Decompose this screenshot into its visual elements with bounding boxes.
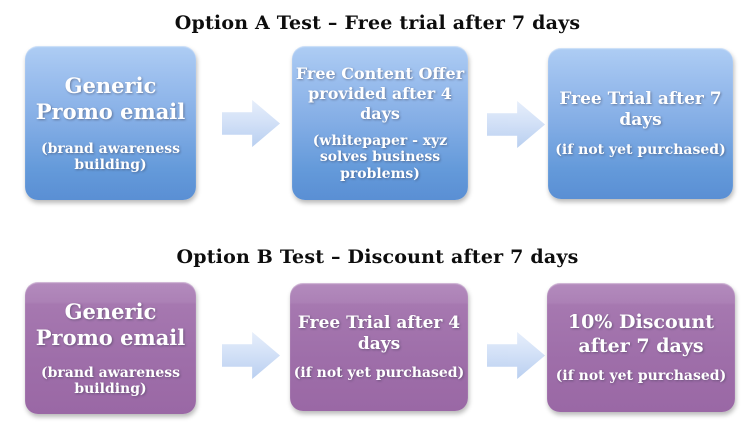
option-a-step-1-box: Generic Promo email (brand awareness bui… [25, 46, 196, 200]
arrow-right-icon [487, 332, 545, 379]
arrow-right-icon [487, 101, 545, 148]
option-b-step-3-box: 10% Discount after 7 days (if not yet pu… [547, 283, 735, 412]
option-b-step-1-box: Generic Promo email (brand awareness bui… [25, 282, 196, 414]
step-heading: Free Trial after 7 days [559, 88, 722, 130]
option-b-title: Option B Test – Discount after 7 days [176, 246, 579, 268]
step-subtext: (if not yet purchased) [555, 142, 726, 159]
step-heading: Free Trial after 4 days [297, 312, 461, 354]
step-heading: Generic Promo email [35, 299, 186, 351]
step-subtext: (if not yet purchased) [555, 367, 727, 384]
option-a-title: Option A Test – Free trial after 7 days [174, 12, 581, 34]
option-a-step-3-box: Free Trial after 7 days (if not yet purc… [548, 48, 733, 199]
step-heading: Generic Promo email [35, 73, 186, 125]
step-subtext: (whitepaper - xyz solves business proble… [312, 133, 448, 182]
step-subtext: (if not yet purchased) [293, 365, 465, 382]
arrow-right-icon [222, 332, 280, 379]
step-heading: Free Content Offer provided after 4 days [295, 64, 465, 124]
option-a-step-2-box: Free Content Offer provided after 4 days… [292, 46, 468, 200]
step-heading: 10% Discount after 7 days [567, 311, 715, 357]
arrow-right-icon [222, 100, 280, 147]
option-b-step-2-box: Free Trial after 4 days (if not yet purc… [290, 283, 468, 411]
step-subtext: (brand awareness building) [40, 140, 181, 173]
step-subtext: (brand awareness building) [40, 364, 181, 397]
